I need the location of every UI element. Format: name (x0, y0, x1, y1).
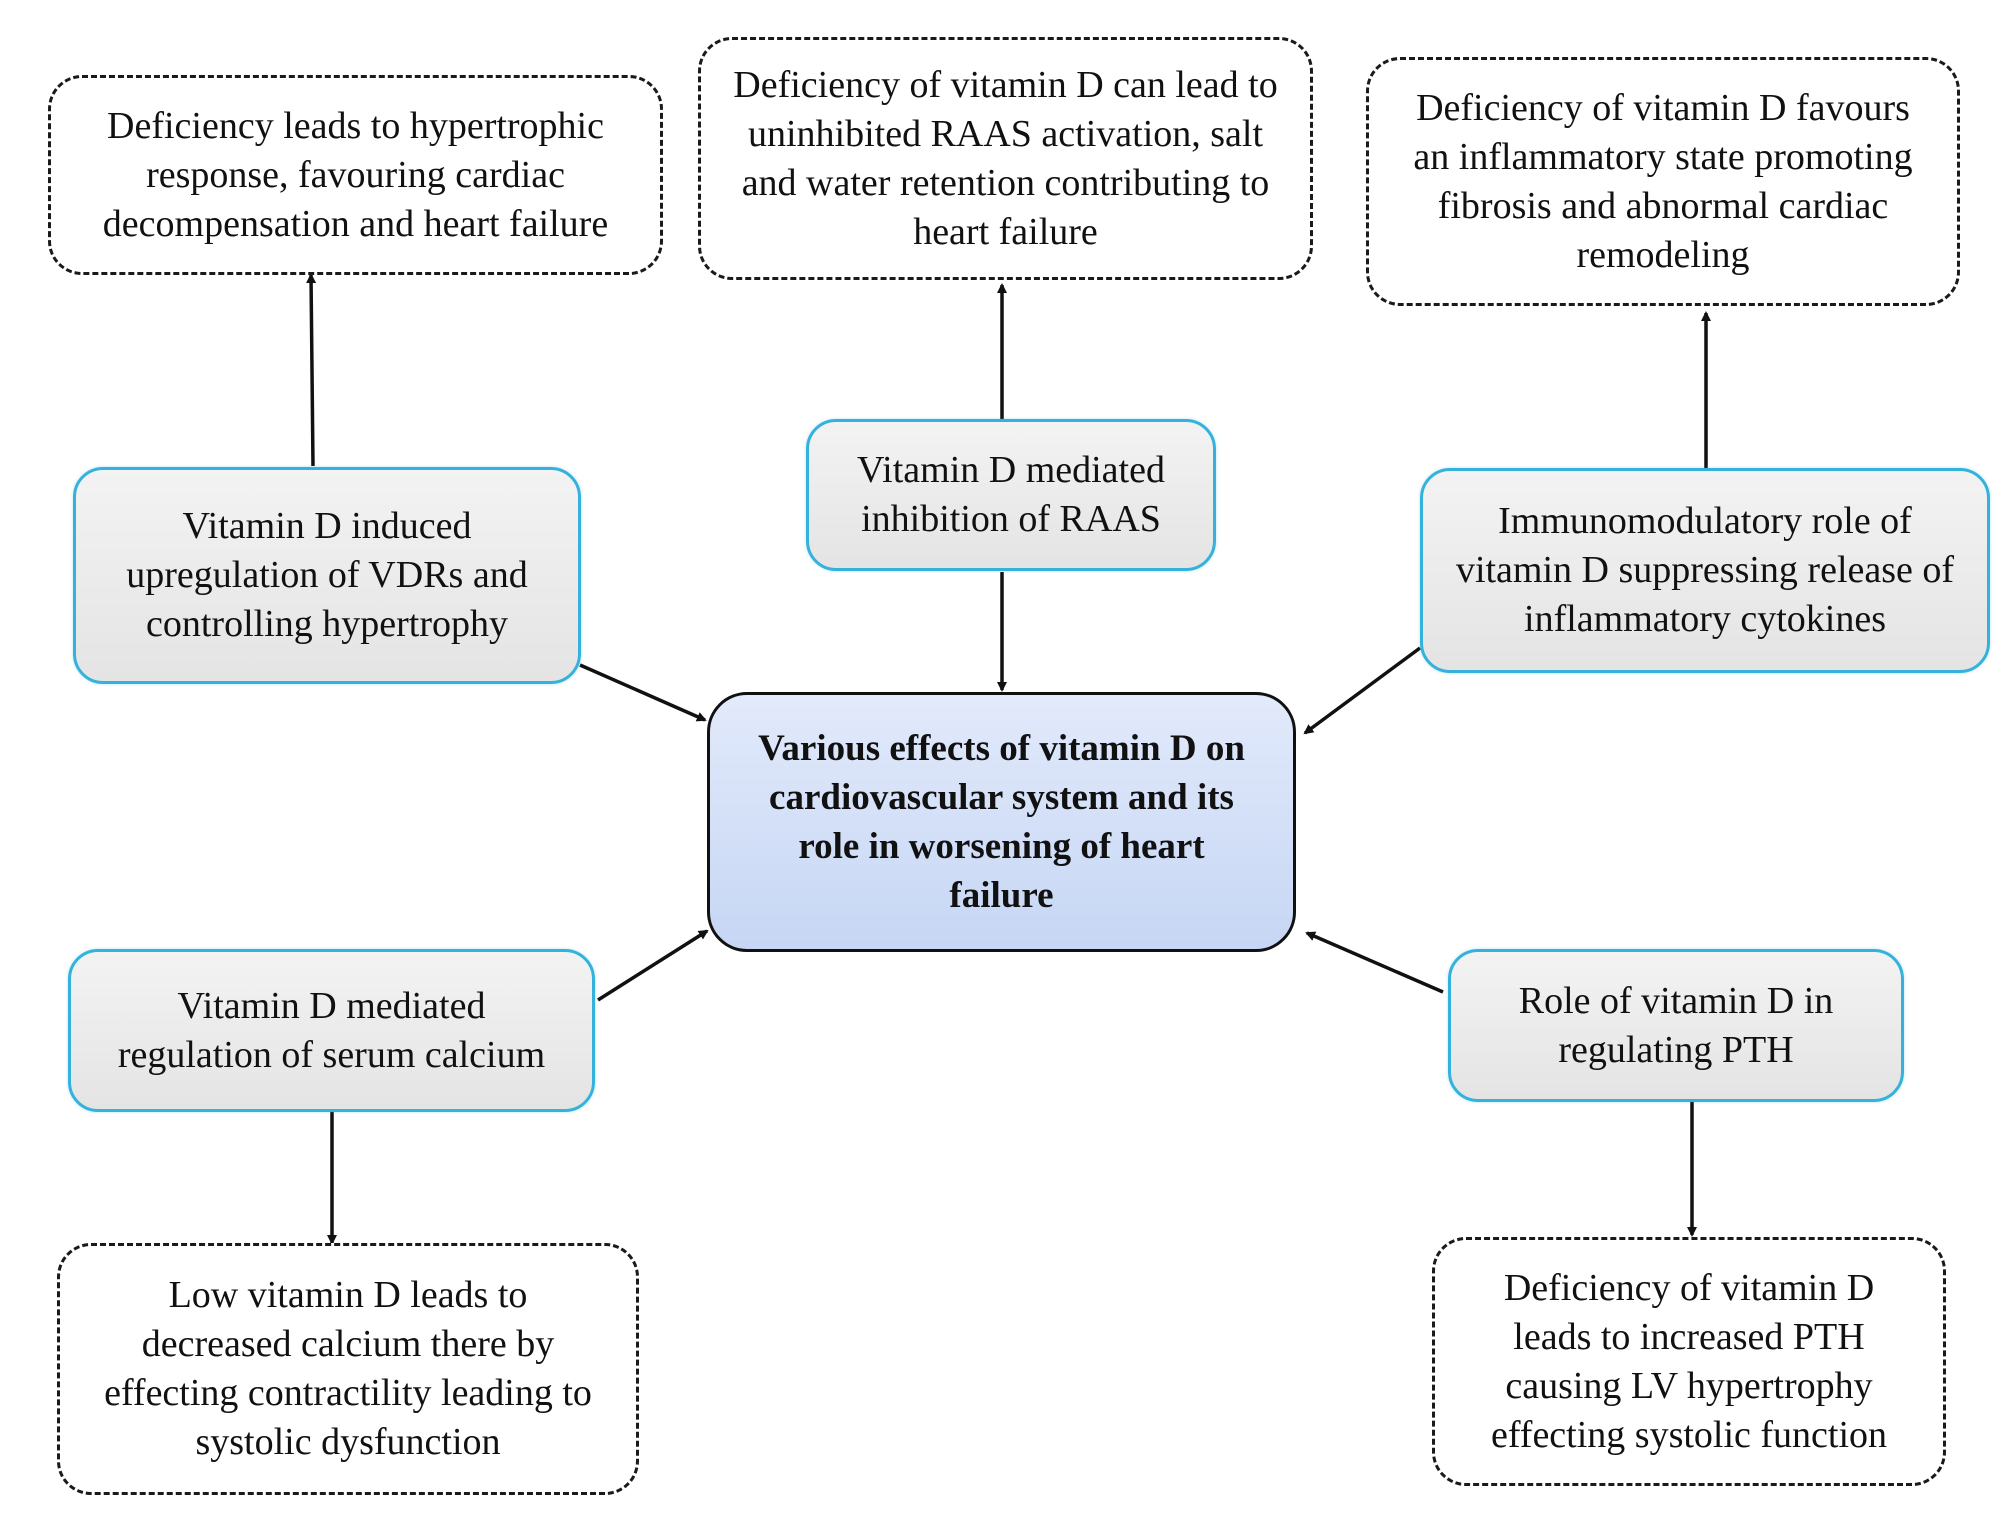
mechanism-box-vdr-hypertrophy: Vitamin D induced upregulation of VDRs a… (73, 467, 581, 684)
effect-text-systolic-dysfunction: Low vitamin D leads to decreased calcium… (104, 1274, 592, 1463)
effect-box-raas-activation: Deficiency of vitamin D can lead to unin… (698, 37, 1313, 280)
effect-text-inflammatory-state: Deficiency of vitamin D favours an infla… (1413, 86, 1913, 276)
arrow-vdr-to-central (579, 663, 707, 722)
arrow-immuno-to-central (1303, 646, 1422, 735)
mechanism-box-raas-inhibition: Vitamin D mediated inhibition of RAAS (806, 419, 1216, 571)
arrow-calcium-to-central (597, 929, 709, 1002)
arrow-vdr-to-hypertrophic-effect (306, 273, 317, 467)
effect-text-hypertrophic-response: Deficiency leads to hypertrophic respons… (102, 104, 609, 245)
mechanism-box-pth-regulation: Role of vitamin D in regulating PTH (1448, 949, 1904, 1102)
mechanism-text-vdr-hypertrophy: Vitamin D induced upregulation of VDRs a… (126, 505, 528, 645)
mechanism-text-serum-calcium: Vitamin D mediated regulation of serum c… (117, 984, 546, 1076)
central-title: Various effects of vitamin D on cardiova… (758, 728, 1245, 916)
effect-box-lv-hypertrophy: Deficiency of vitamin D leads to increas… (1432, 1237, 1946, 1486)
effect-text-lv-hypertrophy: Deficiency of vitamin D leads to increas… (1490, 1266, 1888, 1456)
effect-box-inflammatory-state: Deficiency of vitamin D favours an infla… (1366, 57, 1960, 306)
effect-box-hypertrophic-response: Deficiency leads to hypertrophic respons… (48, 75, 663, 275)
effect-box-systolic-dysfunction: Low vitamin D leads to decreased calcium… (57, 1243, 639, 1495)
mechanism-text-raas-inhibition: Vitamin D mediated inhibition of RAAS (857, 449, 1165, 540)
mechanism-text-immunomodulatory: Immunomodulatory role of vitamin D suppr… (1455, 500, 1955, 640)
mechanism-box-immunomodulatory: Immunomodulatory role of vitamin D suppr… (1420, 468, 1990, 673)
mechanism-text-pth-regulation: Role of vitamin D in regulating PTH (1518, 979, 1834, 1071)
effect-text-raas-activation: Deficiency of vitamin D can lead to unin… (733, 63, 1278, 253)
central-box: Various effects of vitamin D on cardiova… (707, 692, 1296, 952)
mechanism-box-serum-calcium: Vitamin D mediated regulation of serum c… (68, 949, 595, 1112)
arrow-pth-to-central (1305, 931, 1444, 994)
